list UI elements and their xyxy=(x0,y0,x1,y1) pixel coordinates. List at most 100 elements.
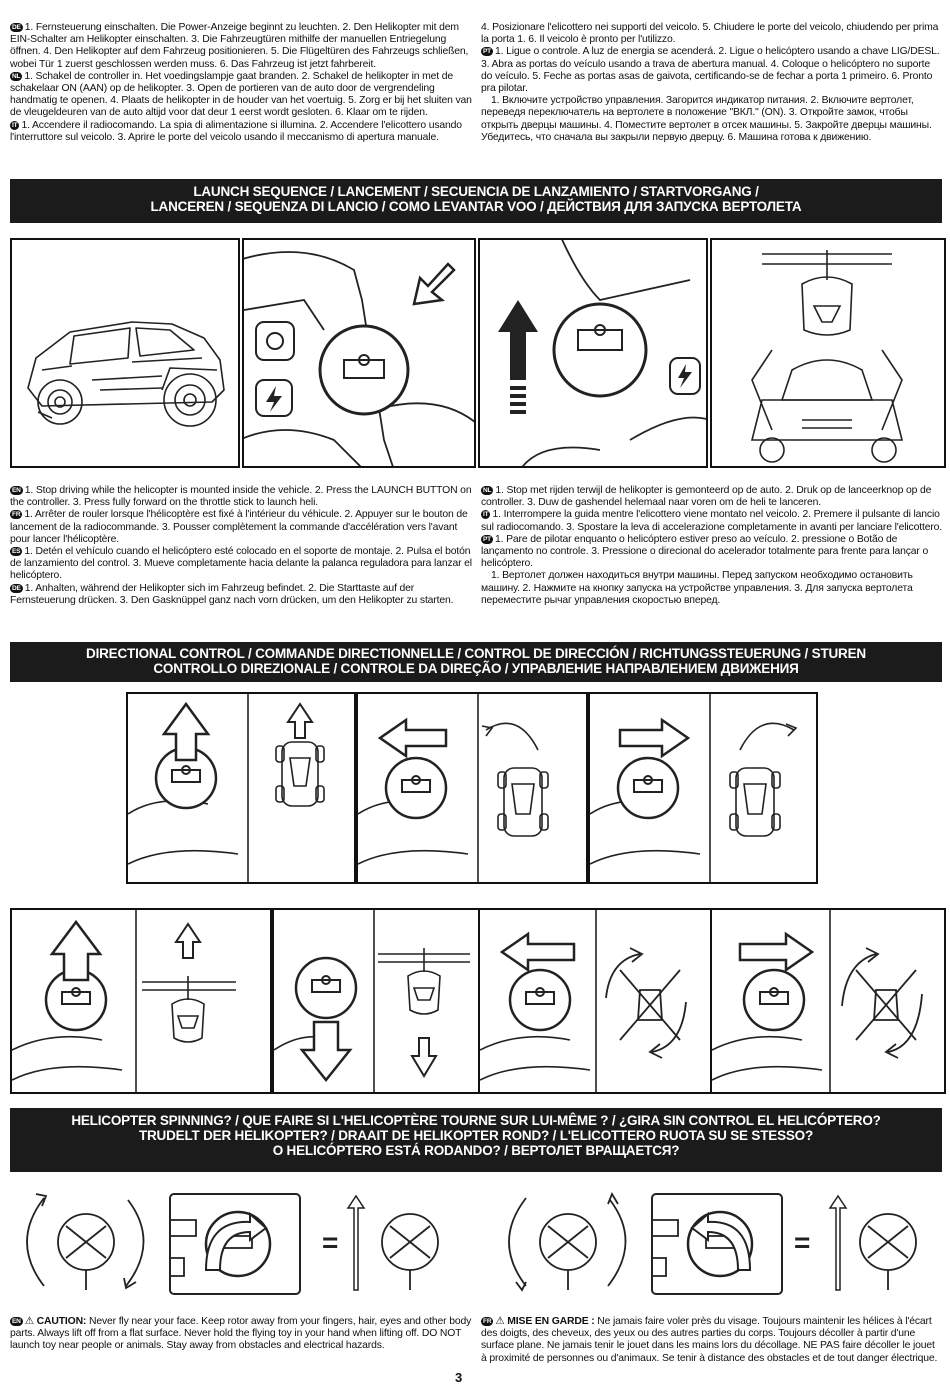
helicopter-ascend-illustration xyxy=(12,910,236,1092)
heli-panel-rotate-right xyxy=(710,908,946,1094)
lightning-icon xyxy=(678,364,692,388)
rotate-arrow-icon xyxy=(841,953,877,1007)
car-turn-right-illustration xyxy=(590,694,798,882)
heading-line: HELICOPTER SPINNING? / QUE FAIRE SI L'HE… xyxy=(71,1113,881,1128)
instruction-ru: 1. Вертолет должен находиться внутри маш… xyxy=(481,570,913,606)
instruction-nl: 1. Schakel de controller in. Het voeding… xyxy=(10,70,472,119)
arrow-icon xyxy=(412,262,456,306)
lang-badge: DE xyxy=(10,583,23,593)
spin-correction-right: = xyxy=(492,1186,942,1298)
direction-panel-forward xyxy=(126,692,356,884)
down-arrow-icon xyxy=(299,1020,353,1083)
instruction-en: 1. Stop driving while the helicopter is … xyxy=(10,485,472,509)
heading-line: LANCEREN / SEQUENZA DI LANCIO / COMO LEV… xyxy=(150,199,802,214)
directional-control-heading: DIRECTIONAL CONTROL / COMMANDE DIRECTION… xyxy=(10,642,942,682)
instruction-pt: 1. Pare de pilotar enquanto o helicópter… xyxy=(481,533,929,570)
caution-text: Ne jamais faire voler près du visage. To… xyxy=(481,1316,938,1364)
helicopter-rotate-right-illustration xyxy=(712,910,923,1092)
lang-badge: IT xyxy=(10,120,20,130)
lightning-icon xyxy=(266,386,282,412)
rotate-arrow-icon xyxy=(690,1211,752,1271)
down-arrow-icon xyxy=(410,1037,438,1078)
vehicle-illustration xyxy=(27,321,225,427)
instruction-it: 1. Interrompere la guida mentre l'elicot… xyxy=(481,509,943,533)
equals-sign: = xyxy=(322,1227,338,1258)
instruction-fr: 1. Arrêter de rouler lorsque l'hélicoptè… xyxy=(10,509,468,545)
instruction-de: 1. Anhalten, während der Helikopter sich… xyxy=(10,582,454,606)
warning-icon: ⚠ xyxy=(24,1316,34,1327)
spin-fix-illustration: = xyxy=(508,1191,917,1295)
heading-line: DIRECTIONAL CONTROL / COMMANDE DIRECTION… xyxy=(86,646,866,661)
car-turn-left-illustration xyxy=(358,694,549,882)
car-forward-illustration xyxy=(128,694,325,882)
instruction-es: 1. Detén el vehículo cuando el helicópte… xyxy=(10,546,472,582)
helicopter-rotate-left-illustration xyxy=(480,910,687,1092)
direction-panel-right xyxy=(588,692,818,884)
heading-line: CONTROLLO DIREZIONALE / CONTROLE DA DIRE… xyxy=(153,661,799,676)
launch-panel-button xyxy=(242,238,476,468)
up-arrow-icon xyxy=(498,300,538,380)
heading-line: TRUDELT DER HELIKOPTER? / DRAAIT DE HELI… xyxy=(138,1128,814,1143)
lang-badge: NL xyxy=(481,486,494,495)
right-arrow-icon xyxy=(738,931,815,973)
caution-text: Never fly near your face. Keep rotor awa… xyxy=(10,1316,472,1352)
launch-panel-helicopter xyxy=(710,238,946,468)
curved-arrow-icon xyxy=(485,722,539,751)
lang-badge: DE xyxy=(10,23,23,32)
lang-badge: IT xyxy=(481,510,491,520)
caution-fr: FR⚠ MISE EN GARDE : Ne jamais faire vole… xyxy=(481,1316,942,1365)
controller-launch-button-illustration xyxy=(244,251,474,466)
direction-panel-left xyxy=(356,692,588,884)
instruction-nl: 1. Stop met rijden terwijl de helikopter… xyxy=(481,485,932,509)
caution-label: MISE EN GARDE : xyxy=(507,1316,595,1327)
heli-panel-up xyxy=(10,908,272,1094)
spin-correction-left: = xyxy=(10,1186,460,1298)
left-arrow-icon xyxy=(377,717,448,759)
curved-arrow-icon xyxy=(739,722,795,751)
caution-en: EN⚠ CAUTION: Never fly near your face. K… xyxy=(10,1316,472,1353)
caution-label: CAUTION: xyxy=(36,1316,87,1327)
up-arrow-icon xyxy=(174,922,202,959)
left-arrow-icon xyxy=(499,931,576,973)
lang-badge: PT xyxy=(481,47,494,57)
lang-badge: FR xyxy=(481,1317,494,1326)
top-right-instructions: 4. Posizionare l'elicottero nei supporti… xyxy=(481,22,942,144)
launch-sequence-heading: LAUNCH SEQUENCE / LANCEMENT / SECUENCIA … xyxy=(10,179,942,223)
up-arrow-icon xyxy=(286,702,314,739)
heading-line: LAUNCH SEQUENCE / LANCEMENT / SECUENCIA … xyxy=(193,184,759,199)
heli-panel-down xyxy=(272,908,480,1094)
spin-fix-illustration: = xyxy=(26,1193,439,1295)
warning-icon: ⚠ xyxy=(495,1316,505,1327)
lang-badge: EN xyxy=(10,1317,23,1326)
equals-sign: = xyxy=(794,1227,810,1258)
instruction-pt: 1. Ligue o controle. A luz de energia se… xyxy=(481,46,940,95)
rotate-arrow-icon xyxy=(887,993,923,1053)
up-arrow-icon xyxy=(346,1194,366,1291)
instruction-it-cont: 4. Posizionare l'elicottero nei supporti… xyxy=(481,22,939,46)
heading-line: O HELICÓPTERO ESTÁ RODANDO? / ВЕРТОЛЕТ В… xyxy=(272,1143,680,1158)
instruction-it: 1. Accendere il radiocomando. La spia di… xyxy=(10,119,462,143)
lang-badge: NL xyxy=(10,71,23,81)
launch-panel-vehicle xyxy=(10,238,240,468)
throttle-forward-illustration xyxy=(498,240,706,466)
instruction-de: 1. Fernsteuerung einschalten. Die Power-… xyxy=(10,22,469,70)
rotate-arrow-icon xyxy=(651,1001,687,1053)
rotate-arrow-icon xyxy=(204,1211,268,1271)
heli-panel-rotate-left xyxy=(478,908,712,1094)
up-arrow-icon xyxy=(49,919,103,982)
helicopter-spinning-heading: HELICOPTER SPINNING? / QUE FAIRE SI L'HE… xyxy=(10,1108,942,1172)
page-number: 3 xyxy=(455,1370,463,1385)
rotate-arrow-icon xyxy=(605,953,641,999)
helicopter-launch-illustration xyxy=(750,250,904,463)
up-arrow-icon xyxy=(161,701,211,762)
up-arrow-icon xyxy=(828,1194,848,1291)
instruction-ru: 1. Включите устройство управления. Загор… xyxy=(481,95,932,143)
lang-badge: PT xyxy=(481,534,494,544)
right-arrow-icon xyxy=(618,717,691,759)
lang-badge: ES xyxy=(10,547,23,557)
helicopter-descend-illustration xyxy=(274,910,470,1092)
lang-badge: EN xyxy=(10,486,23,495)
